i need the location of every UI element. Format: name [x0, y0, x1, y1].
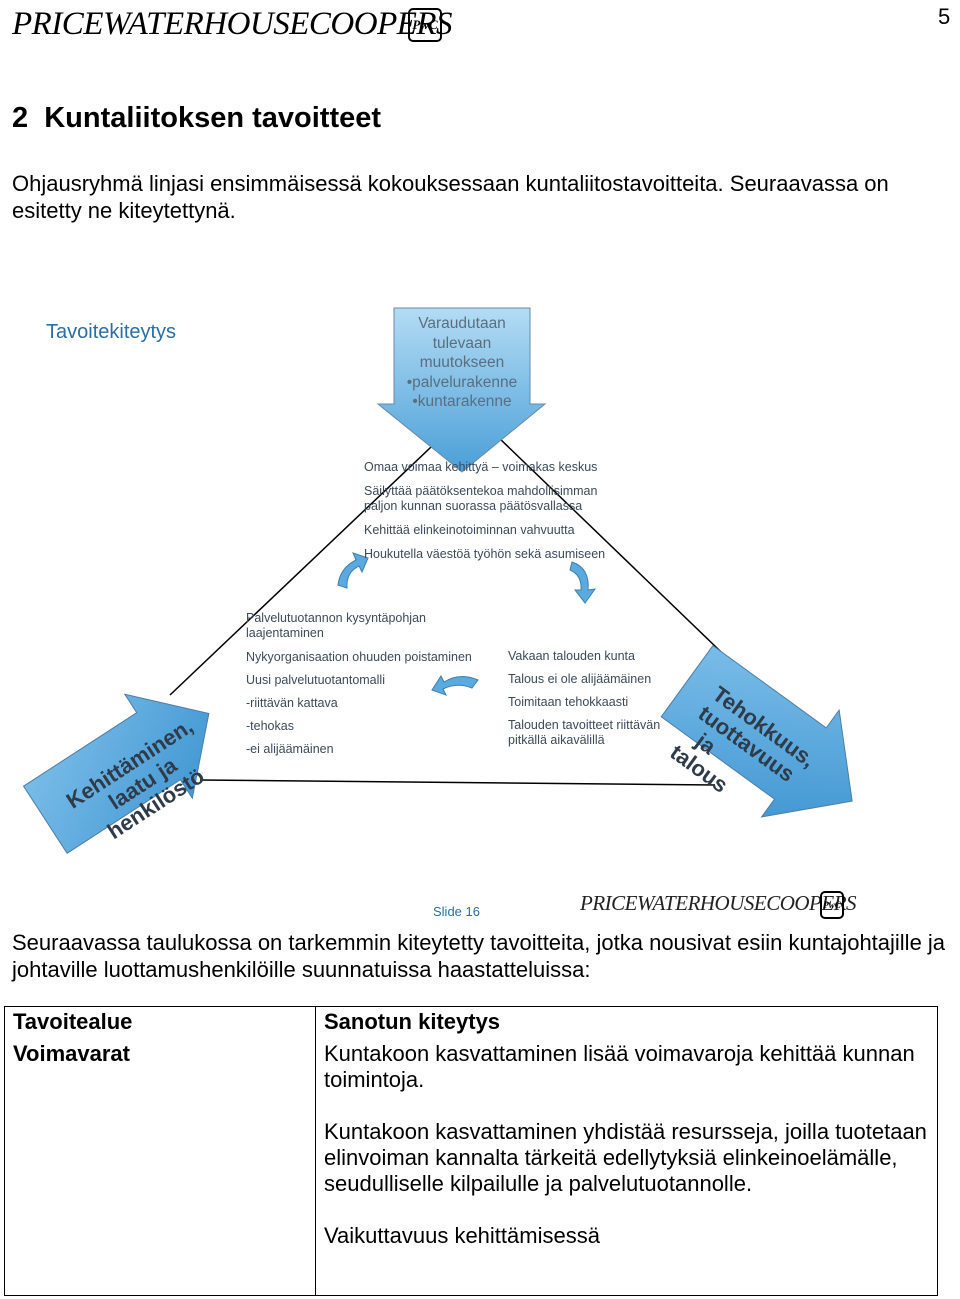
left-arrow-shape	[22, 693, 210, 854]
table-cell-summary: Kuntakoon kasvattaminen lisää voimavaroj…	[315, 1039, 938, 1296]
left-point: Palvelutuotannon kysyntäpohjan laajentam…	[246, 611, 426, 640]
right-point: Toimitaan tehokkaasti	[508, 695, 629, 709]
left-point: -ei alijäämäinen	[246, 742, 334, 756]
top-point: Säilyttää päätöksentekoa mahdollisimman …	[364, 484, 598, 513]
left-point: -tehokas	[246, 719, 294, 733]
top-arrow-line: tulevaan	[432, 334, 492, 352]
section-intro: Ohjausryhmä linjasi ensimmäisessä kokouk…	[12, 171, 889, 223]
table-row: Voimavarat Kuntakoon kasvattaminen lisää…	[4, 1039, 938, 1296]
left-point: Uusi palvelutuotantomalli	[246, 673, 385, 687]
section-heading: 2 Kuntaliitoksen tavoitteet	[12, 102, 382, 134]
top-arrow-line: Varaudutaan	[418, 315, 506, 332]
slide-title: Tavoitekiteytys	[46, 321, 177, 343]
table-lead-text: Seuraavassa taulukossa on tarkemmin kite…	[12, 930, 946, 982]
triangle-left-edge	[169, 409, 471, 696]
summary-paragraph: Kuntakoon kasvattaminen yhdistää resurss…	[324, 1119, 927, 1196]
top-point: Omaa voimaa kehittyä – voimakas keskus	[364, 460, 598, 474]
right-point: Talouden tavoitteet riittävän pitkällä a…	[508, 718, 661, 747]
right-point: Vakaan talouden kunta	[508, 649, 635, 663]
left-points: Palvelutuotannon kysyntäpohjan laajentam…	[246, 611, 486, 757]
right-point: Talous ei ole alijäämäinen	[508, 672, 652, 686]
summary-paragraph: Vaikuttavuus kehittämisessä	[324, 1223, 600, 1248]
summary-paragraph: Kuntakoon kasvattaminen lisää voimavaroj…	[324, 1041, 915, 1092]
logo-wordmark: PRICEWATERHOUSECOOPERS	[12, 6, 453, 42]
top-arrow-text: Varaudutaan tulevaan muutokseen •palvelu…	[394, 314, 530, 412]
goal-table: Tavoitealue Sanotun kiteytys Voimavarat …	[4, 1006, 938, 1296]
slide-logo-mark: PwC	[820, 891, 844, 919]
triangle-bottom-edge	[199, 779, 716, 786]
header-logo: PRICEWATERHOUSECOOPERS PwC	[12, 2, 453, 50]
top-arrow-line: •palvelurakenne	[406, 373, 518, 391]
curved-arrow-right	[569, 561, 597, 604]
logo-mark: PwC	[408, 8, 442, 42]
top-point: Kehittää elinkeinotoiminnan vahvuutta	[364, 523, 575, 537]
slide-footer-logo: PRICEWATERHOUSECOOPERS PwC	[580, 888, 857, 922]
table-header-summary: Sanotun kiteytys	[315, 1006, 938, 1039]
page-number: 5	[938, 4, 951, 29]
top-point: Houkutella väestöä työhön sekä asumiseen	[364, 547, 606, 561]
table-header-area: Tavoitealue	[4, 1006, 316, 1039]
top-points: Omaa voimaa kehittyä – voimakas keskus S…	[364, 460, 634, 562]
top-arrow-line: muutokseen	[419, 354, 505, 371]
top-arrow-line: •kuntarakenne	[412, 393, 512, 410]
right-arrow-shape	[660, 644, 853, 818]
top-arrow-shape	[376, 307, 547, 473]
right-points: Vakaan talouden kunta Talous ei ole alij…	[508, 649, 668, 748]
slide-footer-label: Slide 16	[433, 904, 480, 919]
left-point: Nykyorganisaation ohuuden poistaminen	[246, 650, 472, 664]
goal-triangle-diagram	[22, 307, 853, 854]
curved-arrow-left	[337, 552, 369, 589]
triangle-right-edge	[469, 409, 746, 676]
table-cell-area: Voimavarat	[4, 1039, 316, 1296]
left-point: -riittävän kattava	[246, 696, 338, 710]
table-header-row: Tavoitealue Sanotun kiteytys	[4, 1006, 938, 1039]
slide-logo-wordmark: PRICEWATERHOUSECOOPERS	[580, 891, 857, 915]
curved-arrow-center	[431, 674, 479, 696]
